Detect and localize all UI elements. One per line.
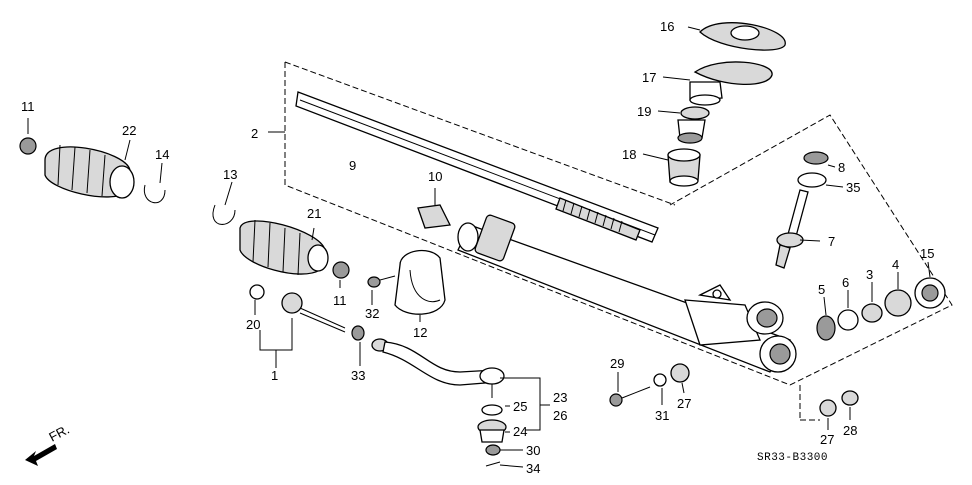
callout-4: 4 xyxy=(892,257,899,272)
diagram-code: SR33-B3300 xyxy=(757,452,828,464)
callout-12: 12 xyxy=(413,325,427,340)
washer-31 xyxy=(653,373,667,387)
pinion-shaft-7 xyxy=(775,189,809,269)
callout-9: 9 xyxy=(349,158,356,173)
callout-24: 24 xyxy=(513,424,527,439)
assembly-outline-top xyxy=(284,61,676,206)
nut-30 xyxy=(485,444,501,456)
callout-3: 3 xyxy=(866,267,873,282)
callout-5: 5 xyxy=(818,282,825,297)
callout-16: 16 xyxy=(660,19,674,34)
rack-bar xyxy=(295,91,659,243)
washer-25 xyxy=(481,404,503,416)
callout-22: 22 xyxy=(122,123,136,138)
part-28 xyxy=(841,390,859,406)
callout-17: 17 xyxy=(642,70,656,85)
callout-11a: 11 xyxy=(21,99,35,114)
boot-22 xyxy=(44,144,135,199)
callout-21: 21 xyxy=(307,206,321,221)
nut-33 xyxy=(351,325,365,341)
callout-32: 32 xyxy=(365,306,379,321)
callout-7: 7 xyxy=(828,234,835,249)
callout-8: 8 xyxy=(838,160,845,175)
clip-14 xyxy=(143,184,166,204)
bush-27 xyxy=(670,363,690,383)
callout-27a: 27 xyxy=(677,396,691,411)
cotter-pin-34 xyxy=(485,461,501,467)
washer-20 xyxy=(249,284,265,300)
callout-18: 18 xyxy=(622,147,636,162)
bolt-32 xyxy=(367,275,396,288)
callout-35: 35 xyxy=(846,180,860,195)
seal-19 xyxy=(677,106,710,144)
washer-35 xyxy=(797,172,827,188)
part-27b xyxy=(819,399,837,417)
tie-rod-end-23 xyxy=(371,338,505,398)
callout-13: 13 xyxy=(223,167,237,182)
band-11a xyxy=(19,137,37,155)
front-arrow-icon xyxy=(25,444,57,466)
spring-3 xyxy=(861,303,883,323)
part-5 xyxy=(816,315,836,341)
cover-16 xyxy=(699,22,786,51)
callout-34: 34 xyxy=(526,461,540,476)
callout-labels: 1 2 3 4 5 6 7 8 9 10 11 11 12 13 14 15 1… xyxy=(21,19,934,476)
callout-2: 2 xyxy=(251,126,258,141)
callout-20: 20 xyxy=(246,317,260,332)
callout-23: 23 xyxy=(553,390,567,405)
plug-4 xyxy=(884,289,912,317)
direction-label: FR. xyxy=(46,422,72,445)
callout-29: 29 xyxy=(610,356,624,371)
clip-13 xyxy=(212,204,236,225)
ring-6 xyxy=(837,309,859,331)
callout-15: 15 xyxy=(920,246,934,261)
callout-27b: 27 xyxy=(820,432,834,447)
boot-21 xyxy=(239,219,329,276)
callout-28: 28 xyxy=(843,423,857,438)
callout-1: 1 xyxy=(271,368,278,383)
tie-rod-1 xyxy=(281,292,346,333)
clip-10 xyxy=(417,204,451,229)
boot-18 xyxy=(667,148,701,187)
nut-8 xyxy=(803,151,829,165)
callout-26: 26 xyxy=(553,408,567,423)
callout-6: 6 xyxy=(842,275,849,290)
assembly-outline xyxy=(284,62,953,386)
callout-11b: 11 xyxy=(333,293,347,308)
callout-10: 10 xyxy=(428,169,442,184)
bracket-12 xyxy=(394,249,446,315)
boot-24 xyxy=(477,419,507,443)
callout-19: 19 xyxy=(637,104,651,119)
band-11b xyxy=(332,261,350,279)
gear-housing xyxy=(457,214,797,373)
callout-31: 31 xyxy=(655,408,669,423)
leader-lines xyxy=(27,26,931,468)
callout-33: 33 xyxy=(351,368,365,383)
bolt-29 xyxy=(609,386,651,407)
callout-25: 25 xyxy=(513,399,527,414)
callout-14: 14 xyxy=(155,147,169,162)
pinion-cover-17 xyxy=(689,61,773,106)
callout-30: 30 xyxy=(526,443,540,458)
